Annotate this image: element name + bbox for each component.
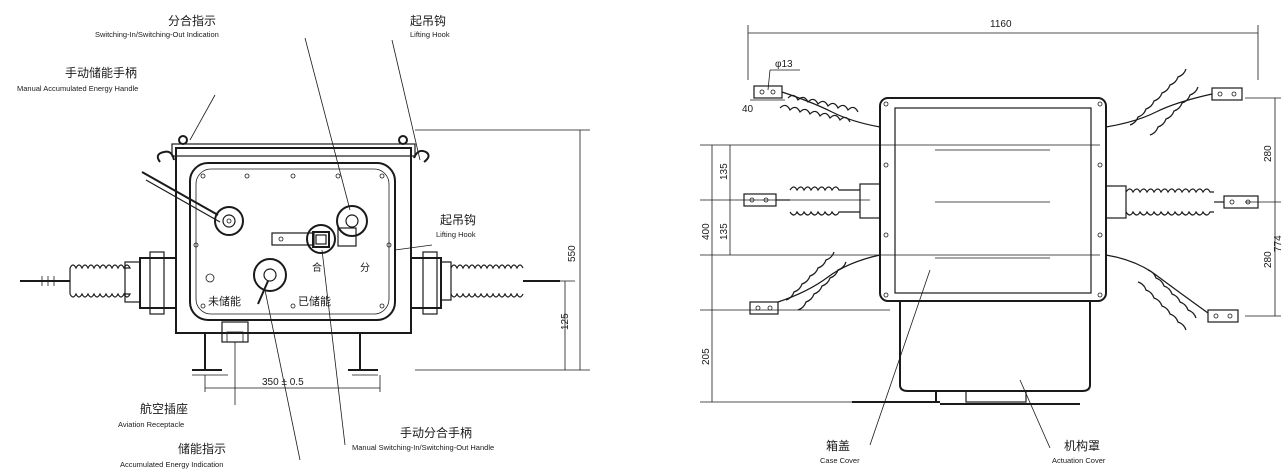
label-case-cover-zh: 箱盖 [826, 438, 850, 453]
label-energy-handle-zh: 手动储能手柄 [65, 65, 137, 80]
case-cover [894, 107, 1092, 294]
energy-indicator-dial [253, 258, 287, 292]
label-energy-indication-zh: 储能指示 [178, 441, 226, 456]
dim-1160-line [747, 25, 1259, 80]
foot-right [348, 333, 378, 371]
left-insulator-sheds-top [69, 264, 131, 270]
label-lifting-hook-top-zh: 起吊钩 [410, 14, 446, 28]
dim-125-line [555, 280, 575, 370]
dim-label-280-lower: 280 [1263, 251, 1274, 268]
energy-handle-hub [214, 206, 244, 236]
energy-handle-arm [141, 171, 219, 216]
right-insulator-sheds-top [450, 264, 524, 270]
actuation-cover [899, 301, 1091, 392]
panel-label-fen: 分 [360, 262, 370, 274]
panel-bolts [193, 173, 392, 309]
label-switch-handle-zh: 手动分合手柄 [400, 425, 472, 440]
label-aviation-receptacle-en: Aviation Receptacle [118, 420, 184, 429]
label-case-cover-en: Case Cover [820, 456, 860, 465]
label-switching-indication-en: Switching-In/Switching-Out Indication [95, 30, 219, 39]
lid-bolt-right [398, 135, 408, 145]
right-flange [410, 257, 442, 309]
dim-label-edge: 774 [1273, 235, 1281, 252]
left-terminals [743, 85, 881, 315]
label-actuation-cover-en: Actuation Cover [1052, 456, 1106, 465]
base-plate-left [852, 390, 940, 403]
switch-lever [271, 232, 315, 246]
switching-indicator-dial [336, 205, 368, 237]
left-front-panel [189, 162, 396, 321]
dim-label-hole: φ13 [775, 59, 793, 70]
label-switching-indication-zh: 分合指示 [168, 13, 216, 28]
label-actuation-cover-zh: 机构罩 [1064, 438, 1100, 453]
case-bolts [883, 101, 1103, 298]
panel-label-stored: 已储能 [298, 294, 331, 308]
right-terminals [1105, 68, 1259, 331]
left-front-panel-inner [195, 168, 390, 315]
dim-550-line [415, 129, 590, 371]
panel-label-he: 合 [312, 261, 322, 274]
dim-label-205: 205 [701, 348, 712, 365]
label-energy-handle-en: Manual Accumulated Energy Handle [17, 84, 138, 93]
left-view: 分合指示 Switching-In/Switching-Out Indicati… [17, 13, 590, 469]
lifting-hook-left [156, 150, 175, 163]
label-lifting-hook-side-zh: 起吊钩 [440, 213, 476, 227]
lifting-hook-right [413, 149, 430, 163]
switch-handle-hub [306, 224, 336, 254]
label-aviation-receptacle-zh: 航空插座 [140, 401, 188, 416]
dim-label-1160: 1160 [990, 19, 1012, 30]
dim-350-line [204, 375, 381, 392]
dim-label-40: 40 [742, 104, 754, 115]
dim-280-line [1245, 97, 1281, 317]
left-box-lid [171, 143, 416, 157]
label-switch-handle-en: Manual Switching-In/Switching-Out Handle [352, 443, 494, 452]
label-energy-indication-en: Accumulated Energy Indication [120, 460, 223, 469]
panel-label-not-stored: 未储能 [208, 294, 241, 308]
dim-label-135-upper: 135 [719, 163, 730, 180]
case-body [879, 97, 1107, 302]
dim-label-550: 550 [567, 245, 578, 262]
left-box-body [175, 147, 412, 334]
dim-label-280-upper: 280 [1263, 145, 1274, 162]
dim-label-350: 350 ± 0.5 [262, 377, 304, 388]
label-lifting-hook-top-en: Lifting Hook [410, 30, 450, 39]
lid-bolt-left [178, 135, 188, 145]
right-view: 1160 φ13 40 135 135 400 205 280 280 774 … [700, 19, 1281, 465]
label-lifting-hook-side-en: Lifting Hook [436, 230, 476, 239]
left-flange [139, 257, 177, 309]
dim-label-400: 400 [701, 223, 712, 240]
dim-label-125: 125 [560, 313, 571, 330]
foot-left [192, 333, 222, 371]
dim-label-135-lower: 135 [719, 223, 730, 240]
